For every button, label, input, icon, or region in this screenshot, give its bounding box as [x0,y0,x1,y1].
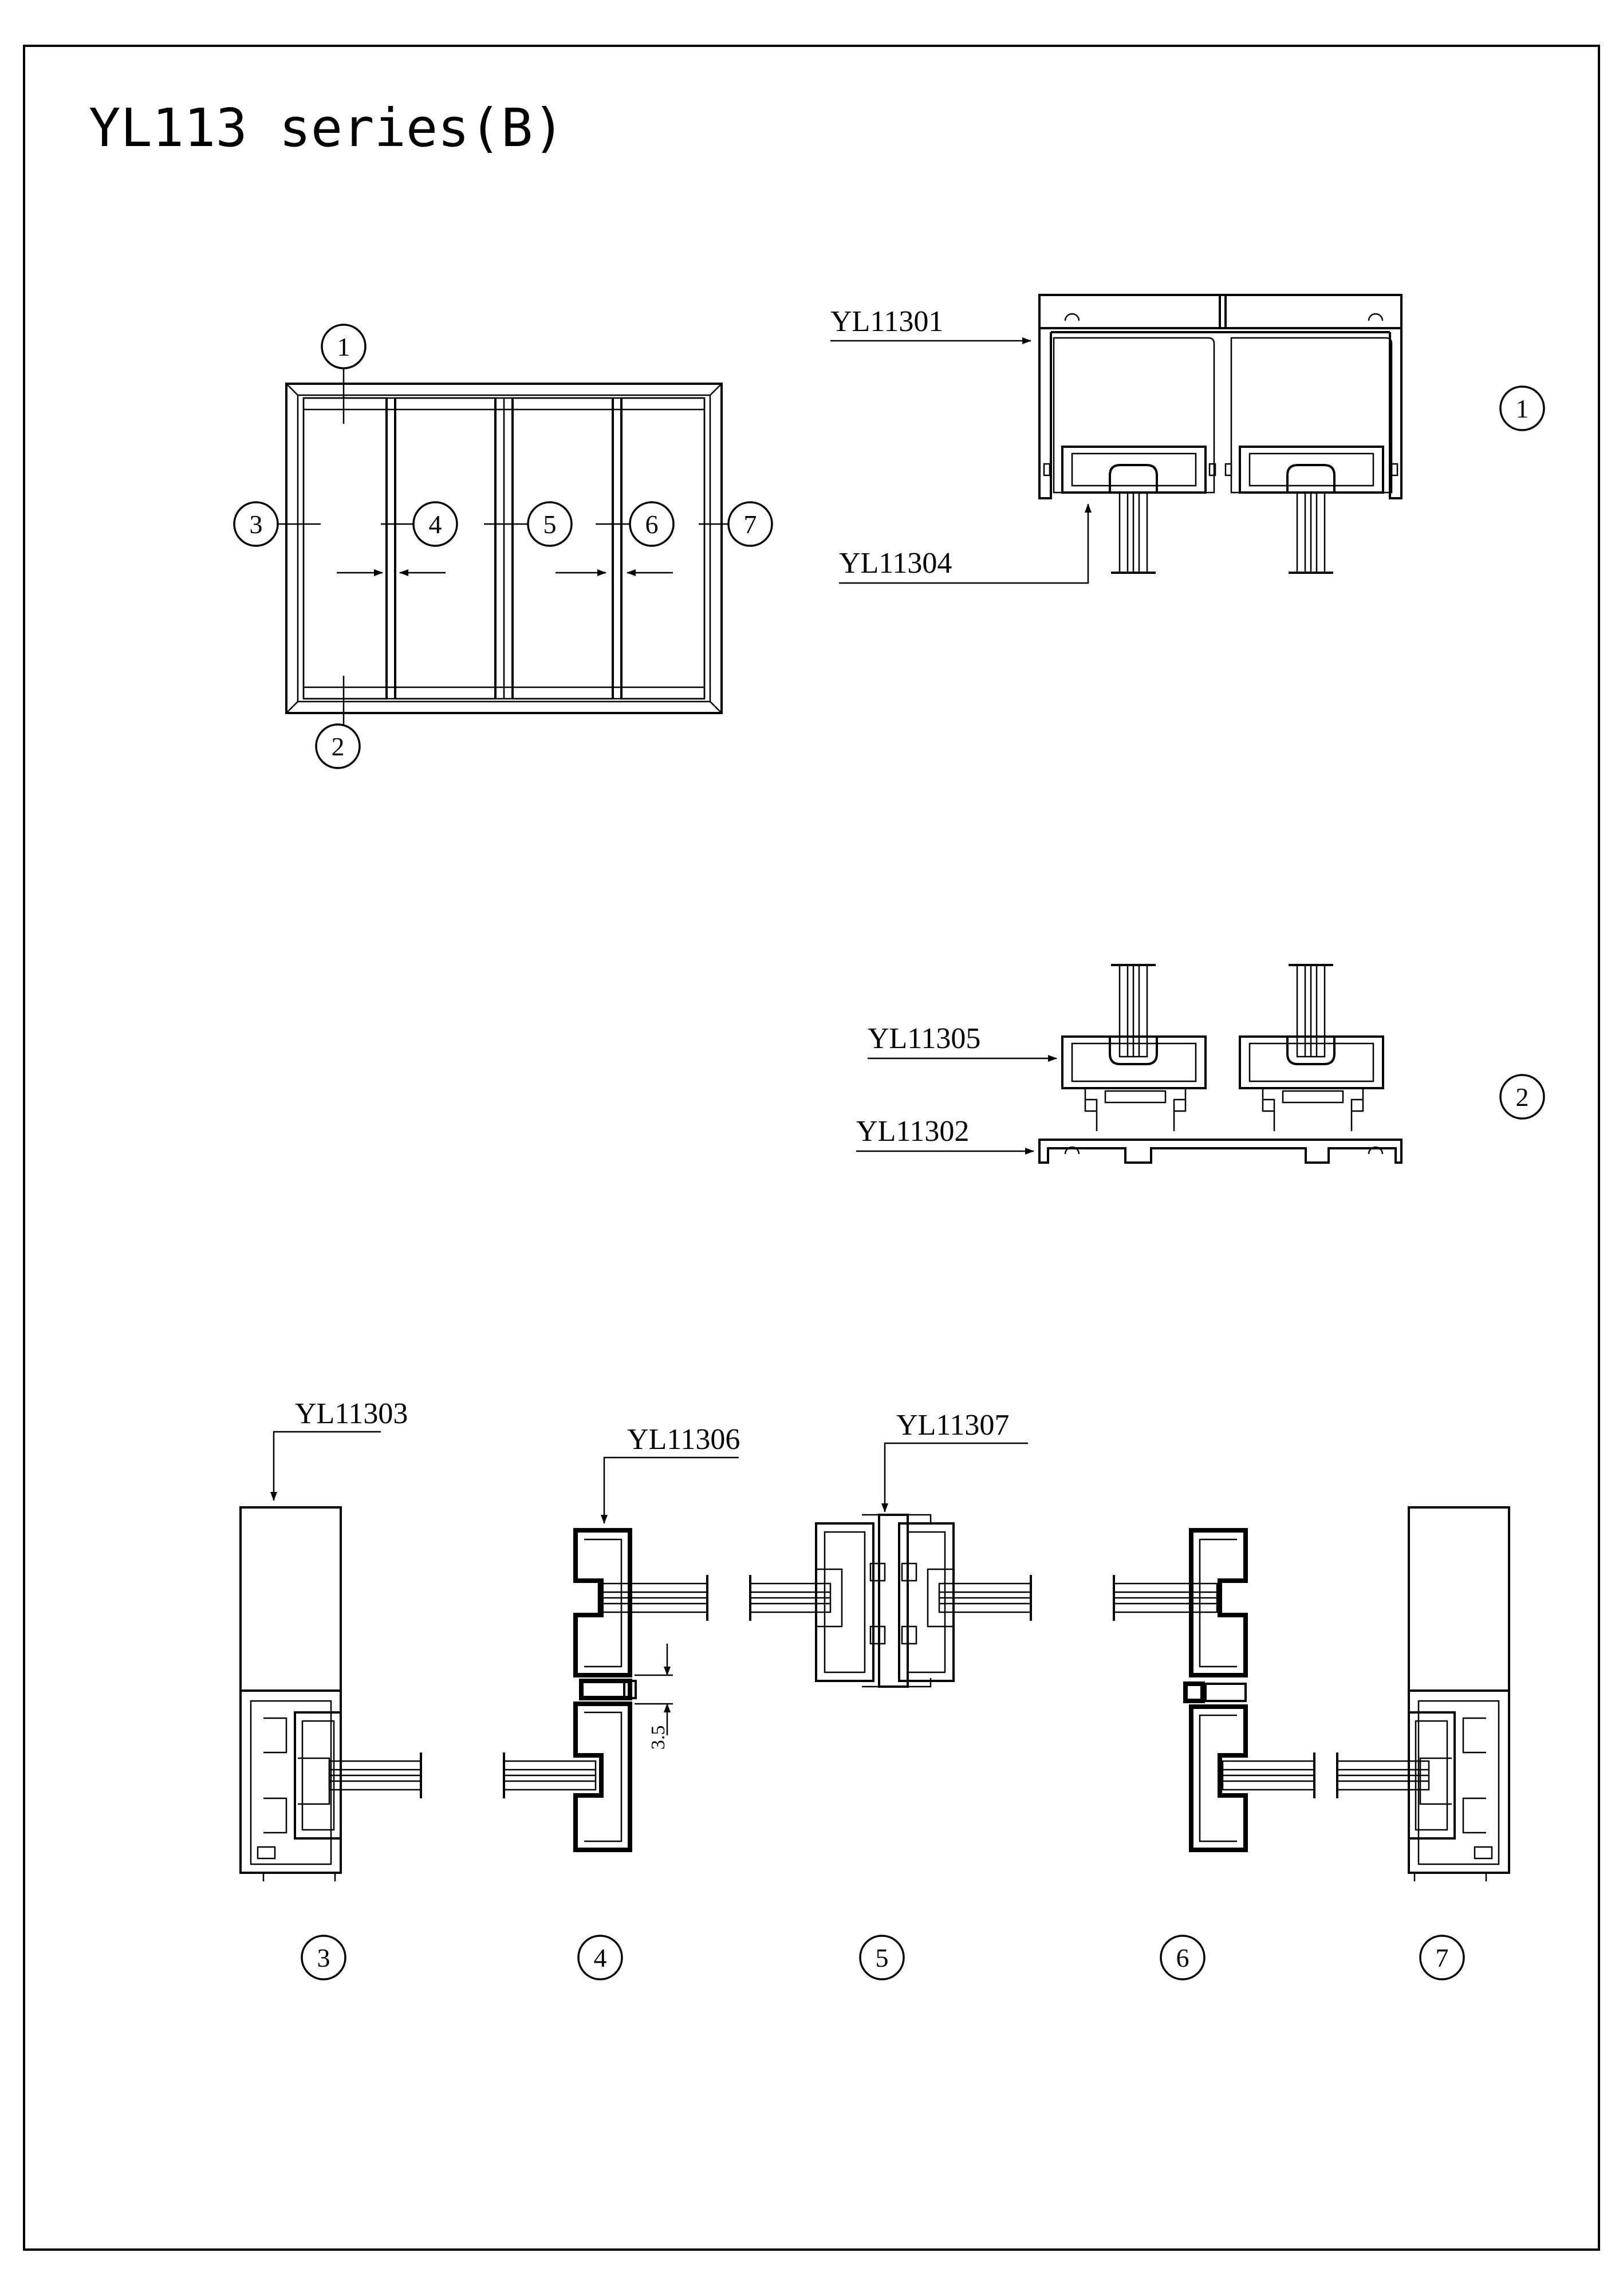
svg-text:3: 3 [317,1943,330,1972]
label-yl11306: YL11306 [627,1423,740,1456]
callout-4-section: 4 [577,1935,623,1980]
svg-text:6: 6 [1176,1943,1189,1972]
label-yl11303: YL11303 [295,1397,408,1430]
svg-text:1: 1 [337,332,350,361]
callout-1-section: 1 [1499,385,1545,431]
svg-text:7: 7 [1436,1943,1449,1972]
callout-7-overview: 7 [727,501,773,547]
svg-text:5: 5 [543,510,557,539]
svg-text:6: 6 [645,510,659,539]
sheet-border [23,45,1600,2251]
leader-yl11306: YL11306 [601,1423,740,1524]
section-5-profile [749,1514,1032,1688]
leader-yl11303: YL11303 [270,1397,408,1501]
leader-yl11302: YL11302 [856,1115,1034,1155]
callout-1-overview: 1 [321,324,367,369]
leader-yl11301: YL11301 [830,305,1031,344]
section-4-profile: 3.5 [503,1528,708,1852]
callout-3-overview: 3 [233,501,279,547]
callout-5-overview: 5 [527,501,573,547]
leader-yl11307: YL11307 [881,1409,1028,1513]
svg-text:1: 1 [1516,394,1529,423]
section-2-profile [1038,964,1403,1164]
svg-text:7: 7 [744,510,757,539]
callout-5-section: 5 [859,1935,905,1980]
label-yl11307: YL11307 [896,1409,1009,1442]
callout-6-section: 6 [1160,1935,1206,1980]
window-elevation [278,367,730,727]
leader-yl11305: YL11305 [868,1022,1057,1062]
label-yl11301: YL11301 [830,305,943,338]
sheet-title: YL113 series(B) [89,97,565,159]
svg-text:4: 4 [594,1943,607,1972]
svg-text:3: 3 [250,510,263,539]
label-yl11305: YL11305 [868,1022,980,1055]
svg-text:5: 5 [876,1943,889,1972]
callout-2-overview: 2 [315,723,361,769]
svg-text:4: 4 [429,510,442,539]
section-3-profile [239,1506,422,1881]
dimension-3-5: 3.5 [648,1726,669,1750]
svg-text:2: 2 [1516,1082,1529,1112]
label-yl11302: YL11302 [856,1115,969,1148]
callout-2-section: 2 [1499,1074,1545,1120]
svg-text:2: 2 [332,732,345,761]
callout-6-overview: 6 [629,501,675,547]
leader-yl11304: YL11304 [839,503,1092,584]
section-1-profile [1038,294,1403,574]
callout-4-overview: 4 [412,501,458,547]
callout-7-section: 7 [1419,1935,1465,1980]
callout-3-section: 3 [301,1935,346,1980]
section-7-profile [1336,1506,1510,1881]
label-yl11304: YL11304 [839,547,952,580]
section-6-profile [1113,1528,1315,1852]
